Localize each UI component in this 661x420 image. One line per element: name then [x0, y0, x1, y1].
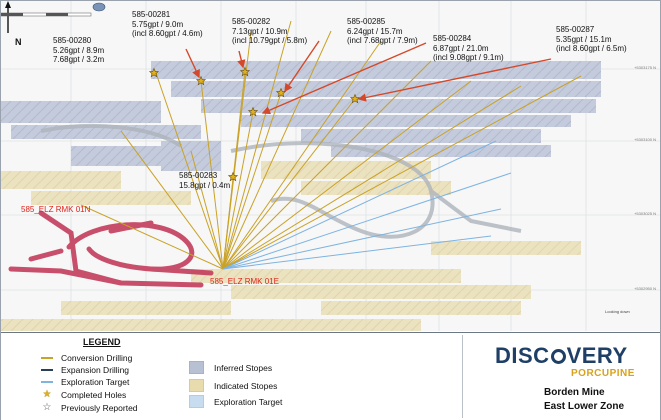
zone-label-01n: 585_ELZ RMK 01N — [21, 205, 91, 214]
callout-hole-id: 585-00284 — [433, 34, 472, 43]
legend-label: Indicated Stopes — [214, 380, 278, 391]
inferred-stopes — [1, 61, 601, 171]
callout-hole-id: 585-00285 — [347, 17, 386, 26]
legend-item-expansion: Expansion Drilling — [41, 365, 129, 375]
legend-panel: LEGEND Conversion Drilling Expansion Dri… — [1, 332, 660, 420]
legend-item-previous: ☆ Previously Reported — [41, 402, 138, 414]
callout-line2: 7.68gpt / 3.2m — [53, 55, 105, 64]
map-canvas — [1, 1, 660, 331]
gold-star-icon: ★ — [42, 389, 52, 400]
legend-divider — [462, 335, 463, 418]
legend-item-inferred: Inferred Stopes — [189, 361, 272, 374]
site-title-line1: Borden Mine — [544, 387, 605, 398]
legend-label: Expansion Drilling — [61, 365, 130, 375]
mine-plan-map[interactable]: N +5303175 N +5303100 N +5303025 N +5302… — [1, 1, 660, 331]
gold-line-icon — [41, 357, 53, 359]
completed-hole-markers — [148, 66, 361, 182]
site-title: Borden Mine East Lower Zone — [544, 386, 624, 414]
star-marker — [349, 93, 361, 104]
legend-label: Previously Reported — [61, 403, 138, 413]
callout-line1: 5.35gpt / 15.1m — [556, 34, 612, 44]
callout-585-00284[interactable]: 585-00284 6.87gpt / 21.0m (incl 9.08gpt … — [433, 34, 504, 63]
outline-star-icon: ☆ — [42, 402, 52, 413]
legend-item-exploration-area: Exploration Target — [189, 395, 282, 408]
logo-text-end: VERY — [566, 343, 628, 368]
callout-line1: 7.13gpt / 10.9m — [232, 26, 288, 36]
callout-hole-id: 585-00282 — [232, 17, 271, 26]
callout-line1: 6.24gpt / 15.7m — [347, 26, 403, 36]
lightblue-line-icon — [41, 381, 53, 383]
navy-line-icon — [41, 369, 53, 371]
callout-585-00281[interactable]: 585-00281 5.75gpt / 9.0m (incl 8.60gpt /… — [132, 10, 203, 39]
star-marker — [275, 87, 287, 98]
legend-item-exploration-line: Exploration Target — [41, 377, 129, 387]
grid-label: +5303025 N — [634, 211, 656, 216]
exploration-target-holes — [222, 140, 512, 270]
north-arrow-icon — [5, 1, 11, 33]
callout-585-00280[interactable]: 585-00280 5.26gpt / 8.9m 7.68gpt / 3.2m — [53, 36, 104, 65]
legend-label: Completed Holes — [61, 390, 127, 400]
scale-bar — [1, 2, 106, 17]
callout-585-00287[interactable]: 585-00287 5.35gpt / 15.1m (incl 8.60gpt … — [556, 25, 627, 54]
legend-item-indicated: Indicated Stopes — [189, 379, 277, 392]
legend-label: Exploration Target — [214, 396, 283, 407]
grid-label: +5303100 N — [634, 137, 656, 142]
legend-label: Conversion Drilling — [61, 353, 133, 363]
callout-hole-id: 585-00280 — [53, 36, 92, 45]
callout-hole-id: 585-00287 — [556, 25, 595, 34]
company-logo: DISC VERY PORCUPINE — [495, 345, 655, 380]
callout-arrows — [185, 40, 552, 115]
callout-line2: (incl 8.60gpt / 6.5m) — [556, 44, 627, 53]
north-label: N — [15, 37, 22, 47]
legend-label: Exploration Target — [61, 377, 130, 387]
grid-label: +5303175 N — [634, 65, 656, 70]
underground-development — [8, 210, 214, 288]
legend-title: LEGEND — [83, 337, 121, 347]
site-title-line2: East Lower Zone — [544, 401, 625, 412]
star-marker — [148, 67, 160, 78]
callout-585-00282[interactable]: 585-00282 7.13gpt / 10.9m (incl 10.79gpt… — [232, 17, 307, 46]
star-marker — [239, 66, 251, 77]
callout-line2: (incl 8.60gpt / 4.6m) — [132, 29, 203, 38]
logo-text-start: DISC — [495, 343, 550, 368]
legend-item-completed: ★ Completed Holes — [41, 389, 127, 401]
callout-585-00285[interactable]: 585-00285 6.24gpt / 15.7m (incl 7.68gpt … — [347, 17, 418, 46]
callout-line1: 5.75gpt / 9.0m — [132, 19, 184, 29]
callout-hole-id: 585-00283 — [179, 171, 218, 180]
grid-label: +5302950 N — [634, 286, 656, 291]
star-marker — [247, 106, 259, 117]
legend-item-conversion: Conversion Drilling — [41, 353, 132, 363]
callout-line1: 15.8gpt / 0.4m — [179, 180, 231, 190]
indicated-swatch — [189, 379, 204, 392]
star-marker — [195, 75, 207, 86]
view-cube-icon — [92, 2, 106, 12]
star-marker — [227, 171, 239, 182]
indicated-stopes — [1, 161, 581, 331]
logo-subtitle: PORCUPINE — [571, 368, 635, 379]
conversion-drill-holes — [80, 20, 582, 270]
callout-line2: (incl 10.79gpt / 5.8m) — [232, 36, 308, 45]
callout-hole-id: 585-00281 — [132, 10, 171, 19]
logo-o-icon — [550, 349, 566, 364]
inferred-swatch — [189, 361, 204, 374]
zone-label-01e: 585_ELZ RMK 01E — [210, 277, 279, 286]
callout-585-00283[interactable]: 585-00283 15.8gpt / 0.4m — [179, 171, 230, 190]
callout-line1: 5.26gpt / 8.9m — [53, 45, 105, 55]
callout-line1: 6.87gpt / 21.0m — [433, 43, 489, 53]
view-direction-label: Looking down — [605, 309, 630, 314]
ramp-outline — [40, 124, 522, 239]
exploration-swatch — [189, 395, 204, 408]
legend-label: Inferred Stopes — [214, 362, 273, 373]
callout-line2: (incl 9.08gpt / 9.1m) — [433, 53, 504, 62]
logo-wordmark: DISC VERY — [495, 345, 655, 367]
callout-line2: (incl 7.68gpt / 7.9m) — [347, 36, 418, 45]
